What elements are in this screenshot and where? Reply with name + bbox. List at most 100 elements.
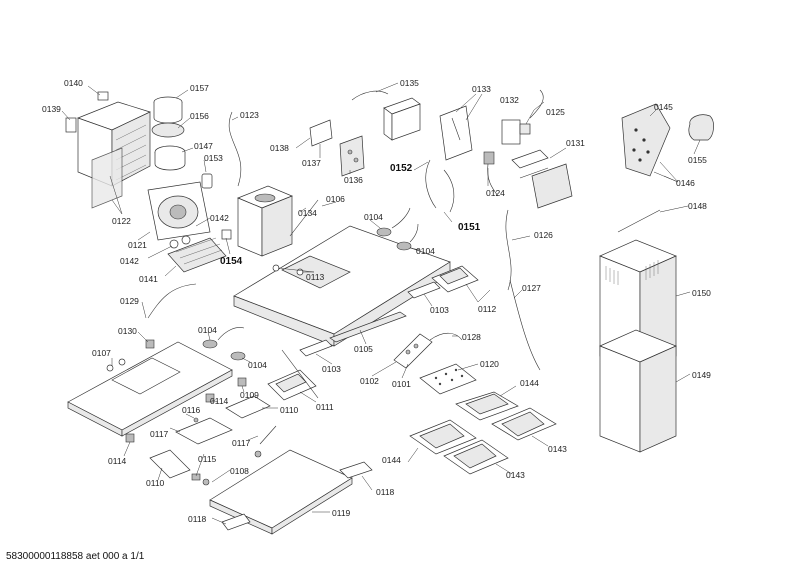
label-0128: 0128 [462, 332, 481, 342]
halogen-0104a [376, 207, 411, 237]
label-0145: 0145 [654, 102, 673, 112]
label-0111: 0111 [316, 402, 334, 412]
control-board-0138 [309, 119, 333, 147]
cover-0135 [383, 97, 421, 141]
damper-0156 [151, 122, 185, 138]
label-0108: 0108 [230, 466, 249, 476]
filter-pad-0120 [419, 363, 477, 395]
label-0130: 0130 [118, 326, 137, 336]
bracket-0140 [97, 91, 109, 101]
label-0134: 0134 [298, 208, 317, 218]
cable-0152 [425, 159, 455, 213]
label-0104b: 0104 [416, 246, 435, 256]
label-0113: 0113 [306, 272, 325, 282]
label-0104c: 0104 [198, 325, 217, 335]
rail-0134 [289, 199, 319, 237]
clip-0154 [221, 229, 232, 240]
capacitor-0153 [201, 173, 213, 189]
label-0116: 0116 [182, 405, 201, 415]
label-0114a: 0114 [210, 396, 229, 406]
transformer-0132 [501, 119, 531, 145]
label-0104a: 0104 [364, 212, 383, 222]
label-0131: 0131 [566, 138, 585, 148]
label-0139: 0139 [42, 104, 61, 114]
plate-0131 [531, 163, 573, 209]
tray-0117 [175, 417, 233, 445]
fixing-bag-0145 [621, 103, 671, 177]
label-0135: 0135 [400, 78, 419, 88]
label-0104d: 0104 [248, 360, 267, 370]
bracket-0148 [617, 209, 661, 233]
bracket-0139 [65, 117, 77, 133]
label-0103b: 0103 [322, 364, 341, 374]
cover-0118b [221, 513, 251, 531]
label-0155: 0155 [688, 155, 707, 165]
rod-0117 [259, 425, 277, 445]
label-0143b: 0143 [506, 470, 525, 480]
lamp-frame-0111 [267, 369, 317, 401]
filter-frame-box [77, 101, 151, 209]
label-0118b: 0118 [188, 514, 207, 524]
screw-0116 [193, 417, 199, 423]
label-0112: 0112 [478, 304, 497, 314]
label-0147: 0147 [194, 141, 213, 151]
connector-0130 [145, 339, 155, 349]
halogen-0104d [230, 351, 246, 361]
motor-housing-0142 [237, 185, 293, 257]
label-0127: 0127 [522, 283, 541, 293]
label-0142b: 0142 [120, 256, 139, 266]
bracket-0133 [439, 105, 473, 161]
label-0107: 0107 [92, 348, 111, 358]
part-labels: 0140 0139 0157 0156 0147 0153 0123 0122 … [42, 78, 711, 524]
rod-0111 [281, 349, 319, 399]
fan-motor-0121 [147, 181, 211, 241]
label-0120: 0120 [480, 359, 499, 369]
panel-0103b [299, 339, 333, 357]
grease-filter-0144a [455, 391, 519, 421]
label-0105: 0105 [354, 344, 373, 354]
lamp-bar-0112 [431, 265, 479, 293]
grease-filter-0144b [409, 419, 477, 455]
grease-filter-0143b [443, 439, 509, 475]
label-0117b: 0117 [232, 438, 251, 448]
label-0157: 0157 [190, 83, 209, 93]
cable-0123 [228, 111, 242, 187]
ballast-0131 [511, 149, 549, 179]
label-0146: 0146 [676, 178, 695, 188]
label-0150: 0150 [692, 288, 711, 298]
strip-0105 [329, 311, 407, 343]
label-0129: 0129 [120, 296, 139, 306]
panel-0103a [407, 281, 441, 299]
halogen-0104b [396, 223, 419, 251]
label-0151: 0151 [458, 222, 481, 233]
label-0101: 0101 [392, 379, 411, 389]
clip-0108 [202, 450, 262, 486]
switch-panel-0136 [339, 135, 365, 177]
label-0136: 0136 [344, 175, 363, 185]
cable-0127 [509, 279, 541, 371]
clip-0109 [237, 377, 247, 387]
duct-ring-0147 [154, 145, 186, 171]
cable-0128 [429, 332, 463, 341]
label-0137: 0137 [302, 158, 321, 168]
label-0153: 0153 [204, 153, 223, 163]
cover-0118a [339, 461, 373, 479]
base-plate-0107 [67, 341, 233, 437]
duct-ring-0157 [153, 96, 183, 124]
label-0133: 0133 [472, 84, 491, 94]
label-0144a: 0144 [520, 378, 539, 388]
cable-0129 [147, 283, 197, 319]
label-0110b: 0110 [146, 478, 165, 488]
cable-0125 [529, 89, 544, 119]
bracket-0114b [125, 433, 135, 443]
label-0148: 0148 [688, 201, 707, 211]
label-0103a: 0103 [430, 305, 449, 315]
label-0140: 0140 [64, 78, 83, 88]
label-0156: 0156 [190, 111, 209, 121]
label-0110a: 0110 [280, 405, 299, 415]
label-0115: 0115 [198, 454, 217, 464]
label-0154: 0154 [220, 256, 243, 267]
bracket-0115 [191, 473, 201, 481]
grease-grid-0141 [167, 237, 227, 273]
label-0106: 0106 [326, 194, 345, 204]
